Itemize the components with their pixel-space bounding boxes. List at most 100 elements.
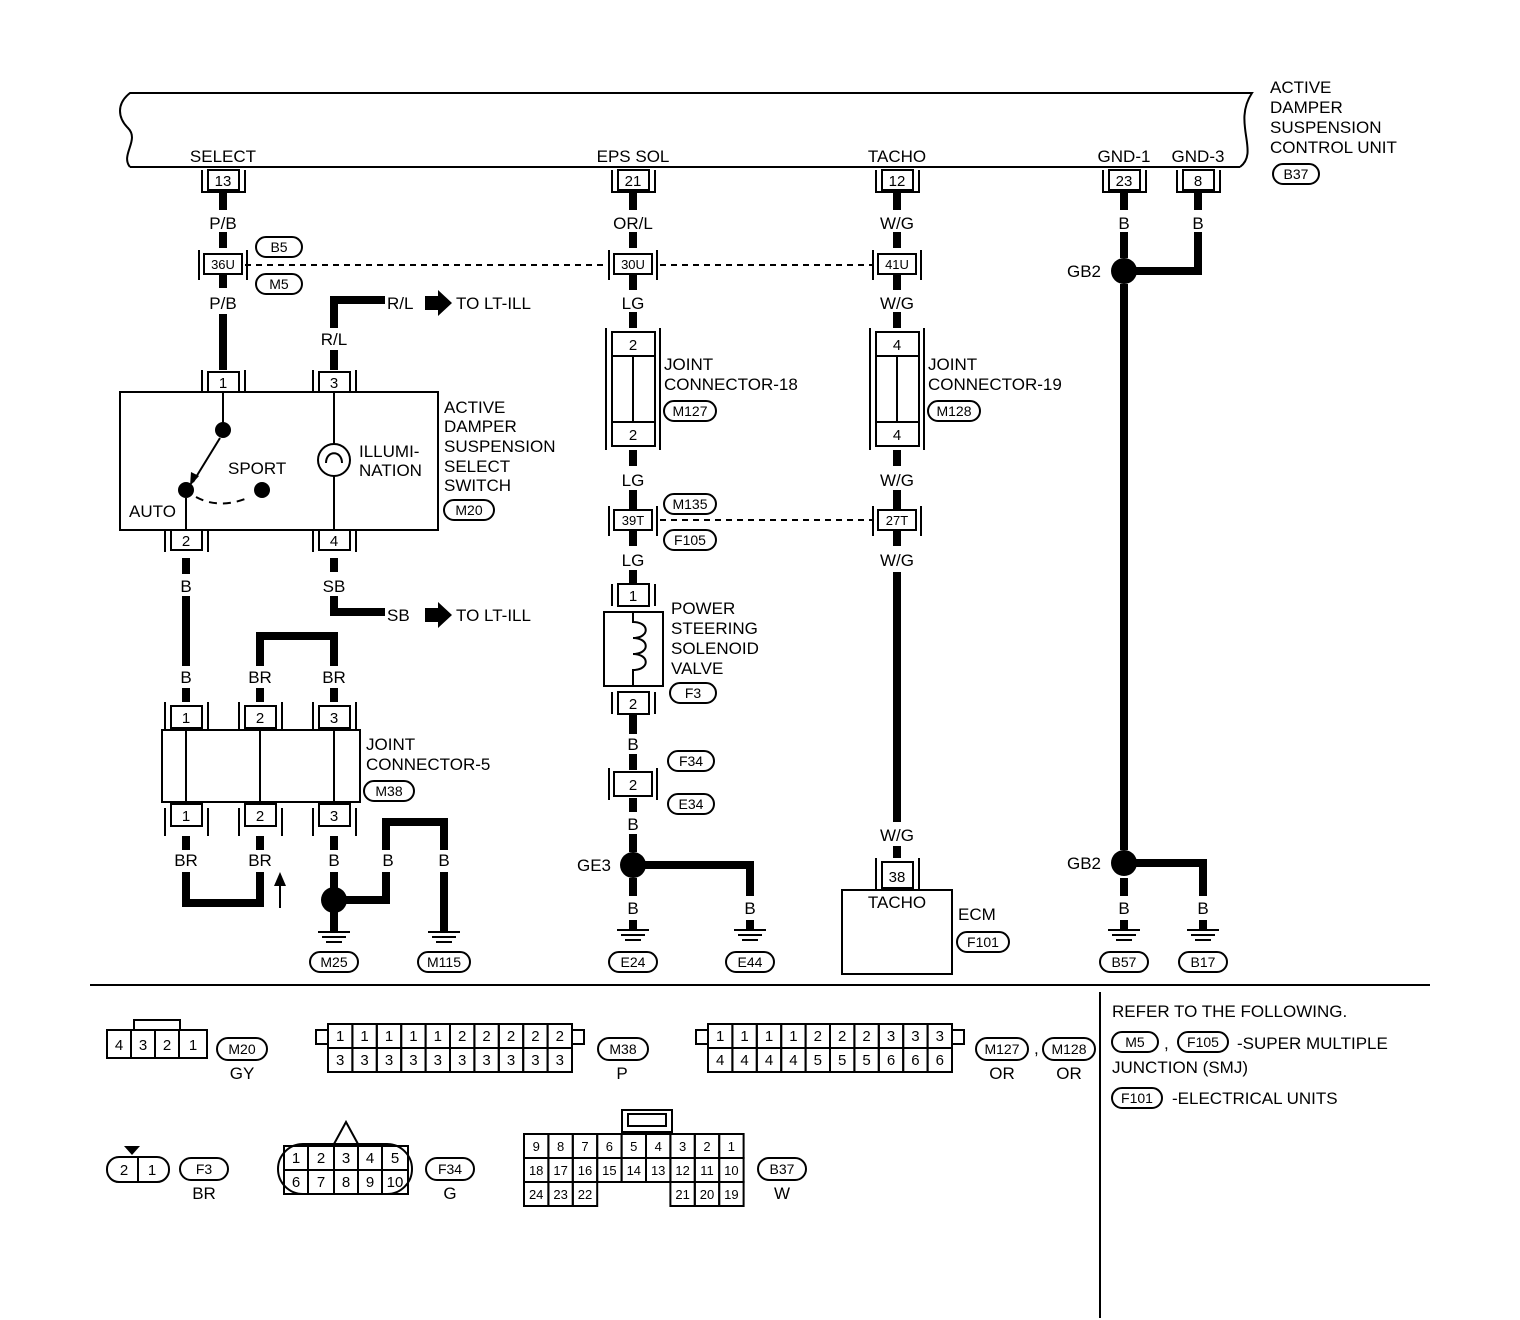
jc5-ref: M38 <box>375 783 402 799</box>
wire-color: B <box>1118 899 1129 918</box>
b37-view-pin: 16 <box>578 1163 592 1178</box>
f34-view-pin: 5 <box>391 1150 399 1167</box>
harness-pin: 27T <box>886 513 908 528</box>
f34-view-pin: 4 <box>366 1150 374 1167</box>
solenoid-pin-1: 1 <box>629 588 637 605</box>
switch-name-2: DAMPER <box>444 417 517 436</box>
wire-color: B <box>438 851 449 870</box>
wire-color: W/G <box>880 826 914 845</box>
to-lt-ill-label: TO LT-ILL <box>456 606 531 625</box>
switch-pin-4: 4 <box>330 533 338 550</box>
jc19-pin-bottom: 4 <box>893 427 901 444</box>
f34-ref: F34 <box>679 753 703 769</box>
control-unit-name-1: ACTIVE <box>1270 78 1331 97</box>
b37-view-pin: 20 <box>700 1187 714 1202</box>
m127-view-pin: 5 <box>838 1052 846 1069</box>
m127-view-color: OR <box>989 1064 1015 1083</box>
m127-view-pin: 3 <box>936 1028 944 1045</box>
wire-color: B <box>627 735 638 754</box>
jc19-pin-top: 4 <box>893 337 901 354</box>
b37-view-pin: 19 <box>724 1187 738 1202</box>
control-unit-name-3: SUSPENSION <box>1270 118 1381 137</box>
harness-pin: 36U <box>211 257 235 272</box>
wire-color: LG <box>622 294 645 313</box>
m38-view-pin: 1 <box>409 1028 417 1045</box>
to-lt-ill-arrow-2: TO LT-ILL <box>425 602 531 628</box>
switch-name-1: ACTIVE <box>444 398 505 417</box>
wire-color: B <box>744 899 755 918</box>
switch-pin-2: 2 <box>182 533 190 550</box>
wire-color: P/B <box>209 294 236 313</box>
joint-connector-19: 4 4 JOINT CONNECTOR-19 M128 <box>869 328 1062 450</box>
m20-view-pin: 1 <box>189 1037 197 1054</box>
m38-view-pin: 2 <box>458 1028 466 1045</box>
jc18-name-1: JOINT <box>664 355 713 374</box>
m127-view-pin: 6 <box>887 1052 895 1069</box>
wire-color: W/G <box>880 551 914 570</box>
wire-color: SB <box>387 606 410 625</box>
b37-view-pin: 6 <box>606 1139 613 1154</box>
m127-view-pin: 1 <box>789 1028 797 1045</box>
wire-color: B <box>180 668 191 687</box>
m38-view-pin: 3 <box>507 1052 515 1069</box>
wire-color: B <box>1192 214 1203 233</box>
f34-view-cell <box>381 1169 409 1195</box>
m38-view-color: P <box>616 1064 627 1083</box>
wire-color: LG <box>622 551 645 570</box>
ecm-ref: F101 <box>967 934 999 950</box>
connector-f34-e34: 2 F34 E34 <box>608 750 715 815</box>
jc5-pin: 2 <box>256 710 264 727</box>
ge3-label: GE3 <box>577 856 611 875</box>
ground-ref-e44: E44 <box>738 954 763 970</box>
m38-view-pin: 1 <box>434 1028 442 1045</box>
m127-view-pin: 1 <box>765 1028 773 1045</box>
m127-view-pin: 6 <box>911 1052 919 1069</box>
terminal-label-tacho: TACHO <box>868 147 926 166</box>
b37-view-pin: 22 <box>578 1187 592 1202</box>
m127-view-ref: M127 <box>984 1041 1019 1057</box>
m38-view-ref: M38 <box>609 1041 636 1057</box>
b37-view-pin: 3 <box>679 1139 686 1154</box>
f3-view-ref: F3 <box>196 1161 213 1177</box>
solenoid-name-1: POWER <box>671 599 735 618</box>
legend-ref-f105: F105 <box>1187 1034 1219 1050</box>
m38-view-pin: 1 <box>336 1028 344 1045</box>
switch-ref: M20 <box>455 502 482 518</box>
b37-view-pin: 14 <box>627 1163 641 1178</box>
ecm-label: ECM <box>958 905 996 924</box>
switch-auto-label: AUTO <box>129 502 176 521</box>
harness-pin: 30U <box>621 257 645 272</box>
control-unit-b37: ACTIVE DAMPER SUSPENSION CONTROL UNIT B3… <box>119 78 1397 193</box>
connector-view-f3: 2 1 F3 BR <box>106 1146 229 1203</box>
b37-view-pin: 17 <box>553 1163 567 1178</box>
switch-sport-label: SPORT <box>228 459 286 478</box>
jc18-pin-bottom: 2 <box>629 427 637 444</box>
terminal-label-select: SELECT <box>190 147 256 166</box>
wire-color: BR <box>248 851 272 870</box>
wire-color: BR <box>248 668 272 687</box>
jc5-pin: 1 <box>182 710 190 727</box>
switch-pin-1: 1 <box>219 375 227 392</box>
switch-pin-3: 3 <box>330 375 338 392</box>
b37-view-pin: 1 <box>728 1139 735 1154</box>
m128-view-color: OR <box>1056 1064 1082 1083</box>
f34-view-color: G <box>443 1184 456 1203</box>
m20-view-pin: 4 <box>115 1037 123 1054</box>
f34-view-pin: 3 <box>342 1150 350 1167</box>
solenoid-pin-2: 2 <box>629 696 637 713</box>
m127-view-pin: 2 <box>814 1028 822 1045</box>
m38-view-pin: 3 <box>556 1052 564 1069</box>
gb2-label: GB2 <box>1067 854 1101 873</box>
f34-view-pin: 1 <box>292 1150 300 1167</box>
b37-view-pin: 4 <box>655 1139 662 1154</box>
illumination-label-2: NATION <box>359 461 422 480</box>
m38-view-pin: 3 <box>458 1052 466 1069</box>
terminal-pin-gnd-1: 23 <box>1116 173 1133 190</box>
m38-view-pin: 3 <box>434 1052 442 1069</box>
legend-ref-f101: F101 <box>1121 1090 1153 1106</box>
m38-view-pin: 3 <box>385 1052 393 1069</box>
wire-color: B <box>328 851 339 870</box>
m127-view-pin: 3 <box>887 1028 895 1045</box>
m38-view-pin: 3 <box>482 1052 490 1069</box>
